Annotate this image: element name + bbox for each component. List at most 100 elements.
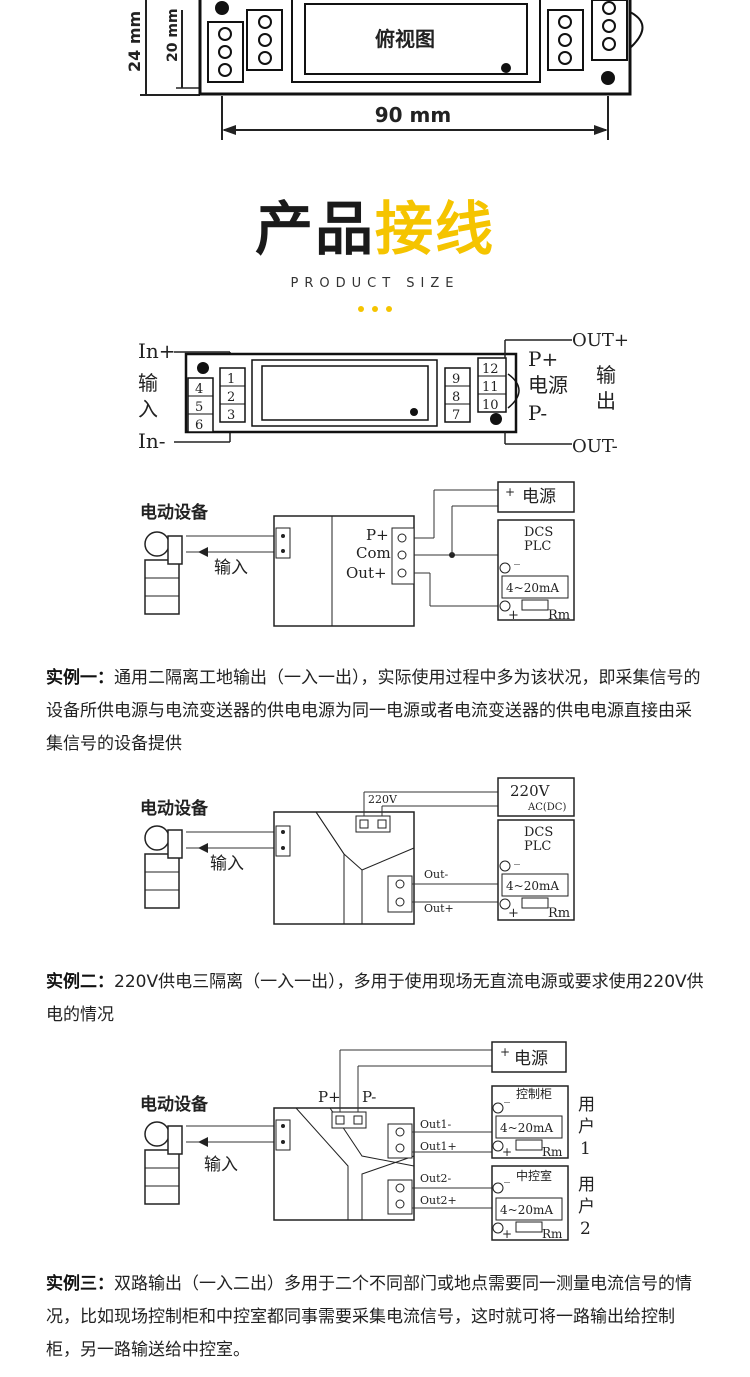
- ex3-caption-bold: 实例三：: [46, 1274, 114, 1294]
- ex2-acdc-label: AC(DC): [527, 802, 566, 813]
- svg-text:_: _: [514, 551, 520, 565]
- svg-text:+: +: [508, 906, 519, 921]
- ex2-outplus-label: Out+: [424, 902, 454, 915]
- svg-text:+: +: [508, 608, 519, 623]
- ex2-valve-icon: [144, 825, 183, 909]
- out-plus-label: OUT+: [572, 330, 629, 351]
- input-label-2: 入: [138, 397, 158, 421]
- pin-12: 12: [482, 362, 499, 377]
- ex3-out2plus-label: Out2+: [420, 1194, 457, 1207]
- p-minus-label: P-: [528, 401, 547, 425]
- in-plus-label: In+: [138, 339, 176, 363]
- svg-text:+: +: [505, 485, 515, 499]
- ex3-box1-label: 控制柜: [516, 1087, 552, 1101]
- example2-diagram: 电动设备 输入 220V Out- Out+ 220V AC(DC) DCS P…: [140, 777, 575, 925]
- ex3-caption-text: 双路输出（一入二出）多用于二个不同部门或地点需要同一测量电流信号的情况，比如现场…: [46, 1274, 692, 1360]
- ex2-outminus-label: Out-: [424, 868, 449, 881]
- out-minus-label: OUT-: [572, 436, 618, 457]
- in-minus-label: In-: [138, 429, 166, 453]
- ex3-user2-b: 户: [578, 1197, 595, 1217]
- title-black: 产品: [254, 195, 375, 263]
- pin-6: 6: [195, 418, 203, 433]
- svg-text:+: +: [500, 1045, 510, 1059]
- pin-3: 3: [227, 408, 235, 423]
- output-label-2: 出: [596, 389, 616, 413]
- output-label-1: 输: [596, 363, 616, 387]
- ex3-out2minus-label: Out2-: [420, 1172, 452, 1185]
- pin-9: 9: [452, 372, 460, 387]
- ex3-user1-c: 1: [580, 1139, 591, 1159]
- ex2-caption-bold: 实例二：: [46, 972, 114, 992]
- example2-caption: 实例二：220V供电三隔离（一入一出），多用于使用现场无直流电源或要求使用220…: [46, 966, 706, 1032]
- ex3-user2-a: 用: [578, 1175, 595, 1195]
- ex1-caption-text: 通用二隔离工地输出（一入一出），实际使用过程中多为该状况，即采集信号的设备所供电…: [46, 668, 701, 754]
- pin-10: 10: [482, 398, 499, 413]
- example3-diagram: 电动设备 输入 P+ P- + 电源 Out1- Out1+ _ 控制柜 4~2…: [140, 1041, 595, 1241]
- ex3-range1-label: 4~20mA: [500, 1121, 553, 1135]
- pin-8: 8: [452, 390, 460, 405]
- ex3-user1-b: 户: [578, 1117, 595, 1137]
- ex3-device-label: 电动设备: [140, 1094, 209, 1115]
- pinout-diagram: In+ 输 入 In- 4 5 6 1 2 3 9 8 7 12 11 10 O…: [138, 330, 629, 457]
- svg-text:_: _: [504, 1089, 510, 1103]
- dim-20-label: 20 mm: [165, 8, 181, 62]
- svg-text:_: _: [504, 1169, 510, 1183]
- ex1-rm-label: Rm: [548, 608, 570, 623]
- svg-text:+: +: [502, 1227, 512, 1241]
- ex1-com-label: Com: [356, 544, 391, 562]
- ex2-input-label: 输入: [210, 854, 244, 874]
- section-subtitle: PRODUCT SIZE: [290, 276, 460, 291]
- example3-caption: 实例三：双路输出（一入二出）多用于二个不同部门或地点需要同一测量电流信号的情况，…: [46, 1268, 706, 1367]
- width-dim-label: 90 mm: [375, 103, 451, 127]
- ex3-input-label: 输入: [204, 1155, 238, 1175]
- ex1-dcs-label: DCS: [524, 525, 553, 540]
- ex2-caption-text: 220V供电三隔离（一入一出），多用于使用现场无直流电源或要求使用220V供电的…: [46, 972, 704, 1025]
- top-view-diagram: 24 mm 20 mm 俯视图 90 mm: [125, 0, 644, 140]
- ex2-range-label: 4~20mA: [506, 879, 559, 893]
- top-view-label: 俯视图: [375, 27, 435, 51]
- ex3-pplus-label: P+: [318, 1088, 341, 1106]
- ex3-pminus-label: P-: [362, 1088, 376, 1106]
- ex3-user1-a: 用: [578, 1095, 595, 1115]
- ex2-rm-label: Rm: [548, 906, 570, 921]
- pin-2: 2: [227, 390, 235, 405]
- ex3-valve-icon: [144, 1121, 183, 1205]
- accent-dots: [0, 297, 750, 316]
- ex2-220v-small: 220V: [368, 793, 398, 806]
- ex3-rm1-label: Rm: [542, 1145, 563, 1159]
- example1-caption: 实例一：通用二隔离工地输出（一入一出），实际使用过程中多为该状况，即采集信号的设…: [46, 662, 706, 761]
- ex1-plc-label: PLC: [524, 539, 551, 554]
- ex3-user2-c: 2: [580, 1219, 591, 1239]
- ex3-power-label: 电源: [514, 1049, 548, 1069]
- ex1-valve-icon: [144, 531, 183, 615]
- ex3-out1plus-label: Out1+: [420, 1140, 457, 1153]
- ex2-220v-label: 220V: [510, 782, 551, 800]
- ex1-caption-bold: 实例一：: [46, 668, 114, 688]
- ex1-pplus-label: P+: [366, 526, 389, 544]
- ex3-range2-label: 4~20mA: [500, 1203, 553, 1217]
- p-plus-label: P+: [528, 347, 558, 371]
- pin-7: 7: [452, 408, 460, 423]
- ex3-out1minus-label: Out1-: [420, 1118, 452, 1131]
- example1-diagram: 电动设备 输入 P+ Com Out+ + 电源 DCS PLC _ 4~20m…: [140, 481, 575, 627]
- ex2-plc-label: PLC: [524, 839, 551, 854]
- svg-text:_: _: [514, 851, 520, 865]
- pin-5: 5: [195, 400, 203, 415]
- pin-4: 4: [195, 382, 203, 397]
- section-title: 产品接线: [0, 200, 750, 258]
- pin-1: 1: [227, 372, 235, 387]
- ex1-range-label: 4~20mA: [506, 581, 559, 595]
- power-label: 电源: [528, 373, 568, 397]
- ex2-device-label: 电动设备: [140, 798, 209, 819]
- ex3-box2-label: 中控室: [516, 1168, 552, 1183]
- ex1-power-label: 电源: [522, 487, 556, 507]
- ex1-device-label: 电动设备: [140, 502, 209, 523]
- svg-text:+: +: [502, 1145, 512, 1159]
- input-label-1: 输: [138, 371, 158, 395]
- dim-24-label: 24 mm: [125, 11, 144, 72]
- ex1-input-label: 输入: [214, 558, 248, 578]
- title-yellow: 接线: [375, 195, 496, 263]
- pin-11: 11: [482, 380, 499, 395]
- ex1-outplus-label: Out+: [346, 564, 387, 582]
- ex3-rm2-label: Rm: [542, 1227, 563, 1241]
